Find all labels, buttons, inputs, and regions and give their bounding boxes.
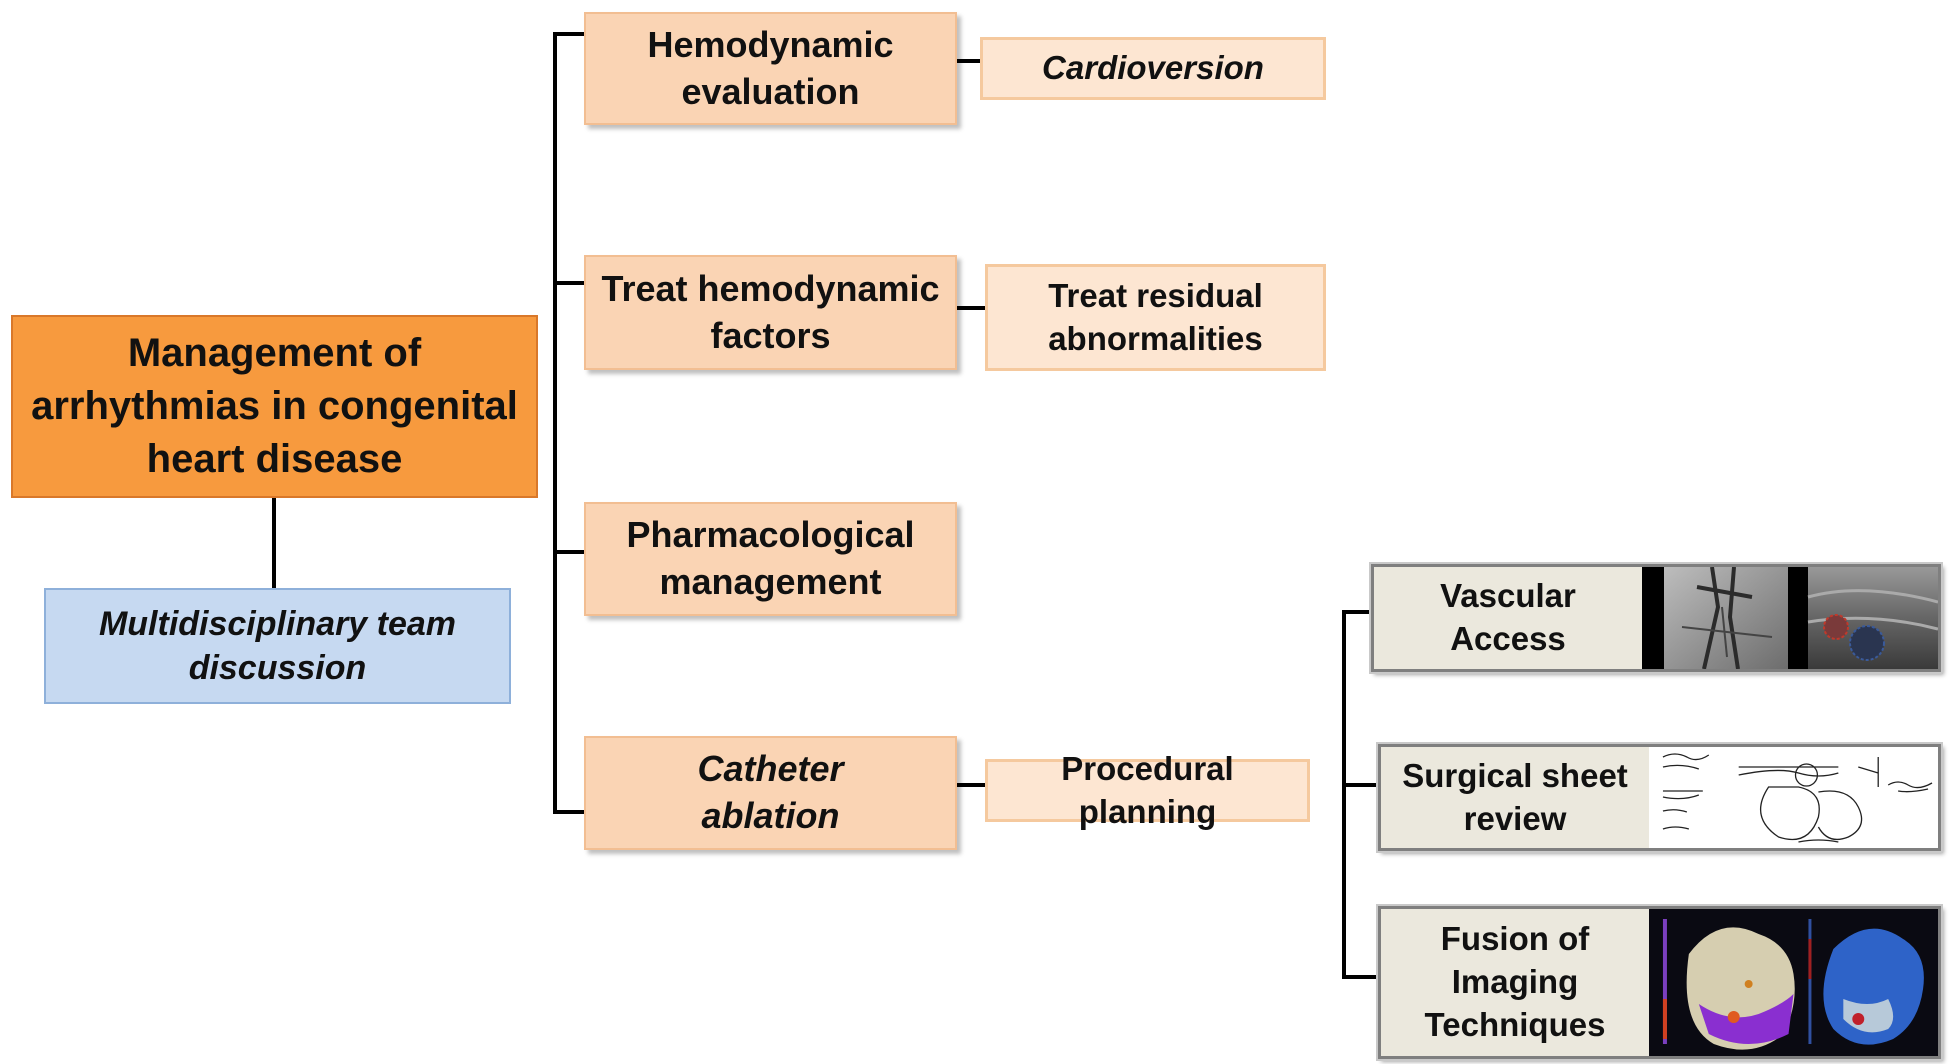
- root-line-1: Management of: [127, 330, 422, 375]
- root-line-3: heart disease: [146, 437, 403, 482]
- panel2-line-1: Surgical sheet: [1402, 756, 1628, 794]
- child-treat-residual-abnormalities: Treat residual abnormalities: [985, 264, 1326, 371]
- panel3-line-2: Imaging: [1451, 963, 1579, 1001]
- panel-surgical-sheet-review: Surgical sheet review: [1376, 742, 1943, 853]
- branch4-line-1: Catheter: [697, 748, 844, 790]
- team-line-1: Multidisciplinary team: [98, 604, 457, 643]
- root-line-2: arrhythmias in congenital: [31, 383, 518, 428]
- branch1-line-2: evaluation: [681, 70, 860, 112]
- branch2-line-1: Treat hemodynamic: [601, 267, 940, 309]
- panel3-line-3: Techniques: [1424, 1005, 1606, 1043]
- surgical-sketch-image: [1649, 747, 1938, 848]
- panel1-line-1: Vascular: [1440, 577, 1576, 615]
- branch-treat-hemodynamic-factors: Treat hemodynamic factors: [584, 255, 957, 370]
- team-discussion-node: Multidisciplinary team discussion: [44, 588, 511, 704]
- root-node-management: Management of arrhythmias in congenital …: [11, 315, 538, 498]
- branch-hemodynamic-evaluation: Hemodynamic evaluation: [584, 12, 957, 125]
- panel-vascular-access: Vascular Access: [1369, 562, 1943, 674]
- child-cardioversion: Cardioversion: [980, 37, 1326, 100]
- branch3-line-1: Pharmacological: [626, 514, 915, 556]
- child1-line-1: Cardioversion: [1042, 49, 1264, 87]
- branch2-line-2: factors: [710, 314, 831, 356]
- child4-line-1: Procedural planning: [1061, 749, 1234, 830]
- vascular-access-images: [1642, 567, 1938, 669]
- panel3-line-1: Fusion of: [1440, 920, 1590, 958]
- branch3-line-2: management: [659, 561, 882, 602]
- panel1-line-2: Access: [1450, 620, 1566, 657]
- panel3-label: Fusion of Imaging Techniques: [1381, 909, 1649, 1056]
- panel2-line-2: review: [1463, 799, 1567, 837]
- child-procedural-planning: Procedural planning: [985, 750, 1310, 830]
- branch1-line-1: Hemodynamic: [647, 23, 894, 65]
- branch-pharmacological-management: Pharmacological management: [584, 502, 957, 616]
- panel2-label: Surgical sheet review: [1381, 747, 1649, 848]
- fusion-imaging-images: [1649, 909, 1938, 1056]
- team-line-2: discussion: [188, 649, 367, 687]
- child2-line-2: abnormalities: [1048, 319, 1263, 357]
- branch4-line-2: ablation: [701, 795, 840, 836]
- panel-fusion-imaging: Fusion of Imaging Techniques: [1376, 904, 1943, 1061]
- child2-line-1: Treat residual: [1048, 276, 1263, 314]
- panel1-label: Vascular Access: [1374, 567, 1642, 669]
- branch-catheter-ablation: Catheter ablation: [584, 736, 957, 850]
